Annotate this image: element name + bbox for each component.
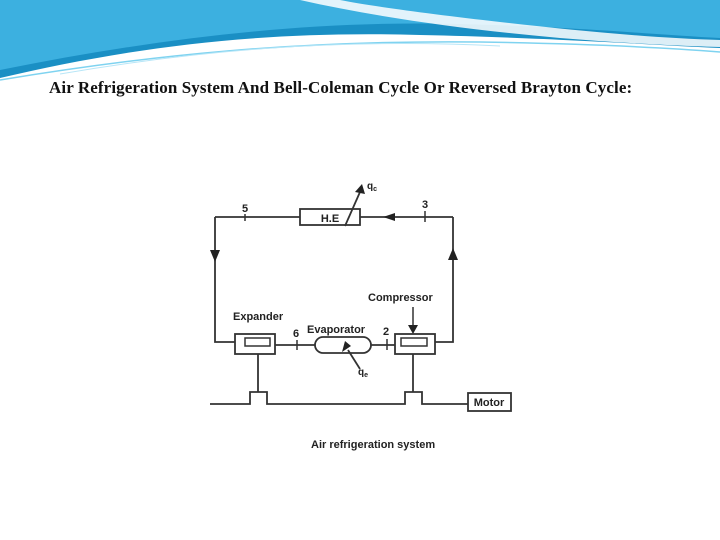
state-point-3: 3 [422,199,428,211]
state-point-2: 2 [383,326,389,338]
drive-shaft [210,391,468,405]
compressor-pointer-head [408,325,418,334]
compressor-label: Compressor [368,292,434,304]
banner-wave-light [0,0,720,70]
heat-rejected-label: qc [367,181,377,193]
header-banner [0,0,720,81]
heat-absorbed-label: qe [358,367,368,379]
heat-rejection-arrow-head [355,184,365,194]
banner-highlight [300,0,720,47]
flow-arrow-down [210,250,220,262]
state-point-5: 5 [242,203,248,215]
banner-thin-line-2 [59,43,501,75]
expander-piston [244,337,271,347]
slide-title: Air Refrigeration System And Bell-Colema… [49,78,633,97]
flow-arrow-up [448,248,458,260]
evaporator-vessel [314,336,372,354]
state-point-6: 6 [293,328,299,340]
heat-rejection-arrow-line [344,191,361,227]
diagram-caption: Air refrigeration system [311,439,435,451]
evaporator-label: Evaporator [307,324,366,336]
heat-exchanger-box [299,208,361,226]
expander-label: Expander [233,311,284,323]
heat-exchanger-label: H.E [321,213,339,225]
air-refrigeration-diagram: H.E qc 5 3 6 2 Expander Compressor Evapo… [155,162,565,472]
heat-absorbed-arrow-head [342,341,351,352]
motor-label: Motor [474,397,505,409]
flow-arrow-left [383,213,395,221]
banner-thin-line [0,41,720,81]
motor-box [467,392,512,412]
heat-absorbed-arrow-line [347,349,361,370]
compressor-piston [400,337,428,347]
